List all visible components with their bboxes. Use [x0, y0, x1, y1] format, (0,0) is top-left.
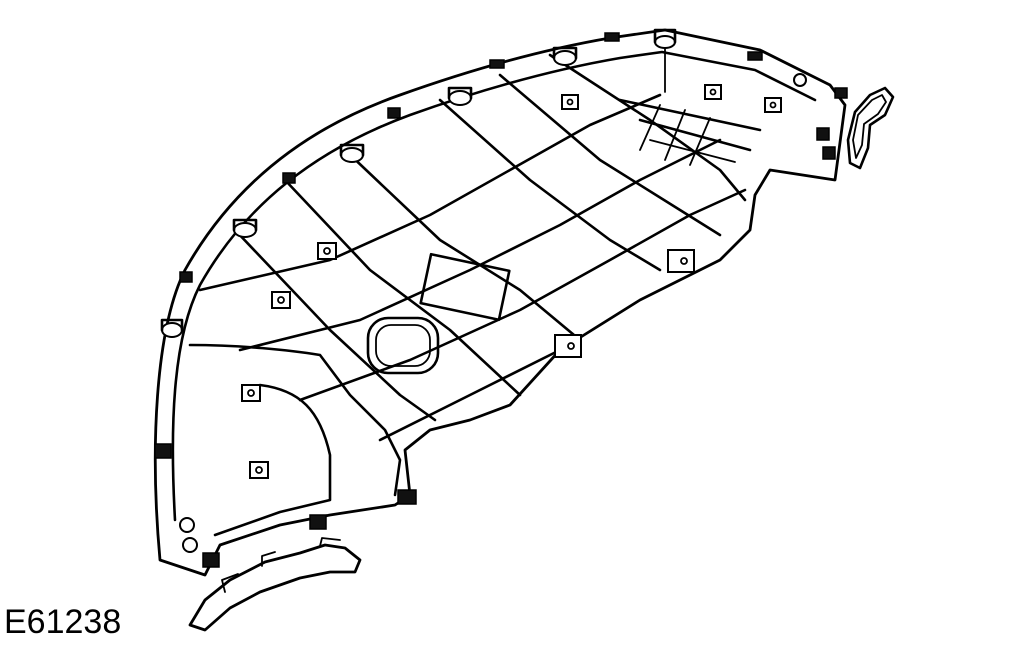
figure-code: E61238: [4, 603, 122, 641]
retaining-clips: [154, 32, 848, 568]
lower-trim-strip: [188, 543, 362, 632]
undertray-outline: [153, 28, 847, 577]
mounting-bosses: [160, 28, 807, 553]
drain-opening-inner: [375, 324, 431, 367]
leading-edge-rim: [171, 50, 817, 522]
right-deflector-bracket: [846, 86, 895, 170]
drain-opening: [366, 316, 440, 375]
access-panel: [419, 252, 511, 322]
fastener-pads: [241, 84, 782, 479]
side-flap-contour: [213, 383, 332, 537]
right-deflector-bracket-inner: [852, 94, 887, 159]
lower-trim-strip-tabs: [221, 537, 341, 593]
rear-inner-contour: [188, 343, 402, 497]
